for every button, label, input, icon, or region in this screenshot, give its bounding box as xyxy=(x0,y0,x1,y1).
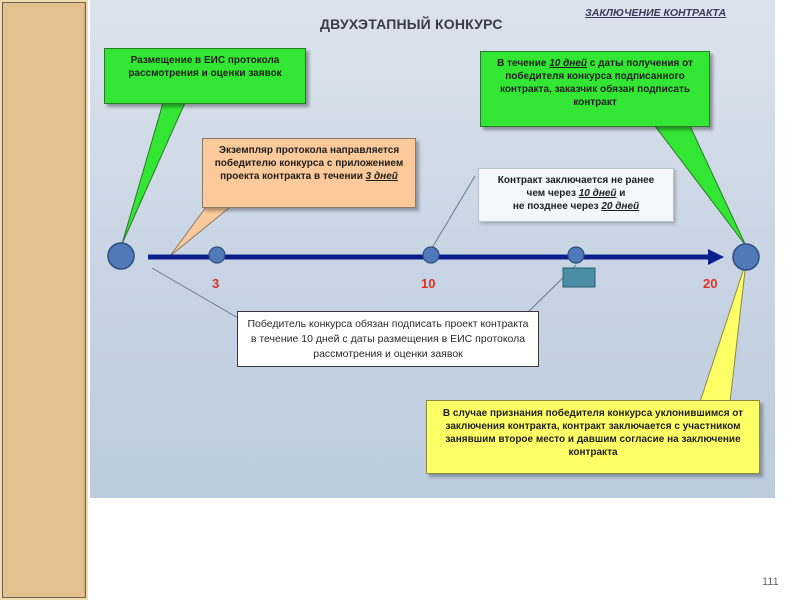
contract-conclusion-link[interactable]: ЗАКЛЮЧЕНИЕ КОНТРАКТА xyxy=(585,7,727,19)
page-title: ДВУХЭТАПНЫЙ КОНКУРС xyxy=(320,16,503,32)
timeline-label-20: 20 xyxy=(703,276,718,291)
timeline-marker xyxy=(562,267,596,288)
callout-customer-suffix: с даты получения от победителя конкурса … xyxy=(499,58,693,108)
side-panel xyxy=(2,2,86,598)
callout-evasion: В случае признания победителя конкурса у… xyxy=(426,400,760,474)
callout-winner-signing: Победитель конкурса обязан подписать про… xyxy=(237,311,539,367)
callout-window-line1: Контракт заключается не ранее xyxy=(497,175,655,186)
timeline-label-10: 10 xyxy=(421,276,436,291)
callout-winner-text: Победитель конкурса обязан подписать про… xyxy=(247,318,529,361)
callout-protocol-sent: Экземпляр протокола направляется победит… xyxy=(202,138,416,208)
timeline-node-3 xyxy=(208,246,226,264)
timeline-node-start xyxy=(107,242,135,270)
callout-evasion-text: В случае признания победителя конкурса у… xyxy=(442,408,744,458)
callout-protocol-highlight: 3 дней xyxy=(365,171,398,182)
page-number: 111 xyxy=(762,576,779,588)
leader-line-winner xyxy=(151,267,239,319)
callout-protocol-prefix: Экземпляр протокола направляется победит… xyxy=(214,145,404,182)
callout-publication: Размещение в ЕИС протокола рассмотрения … xyxy=(104,48,306,104)
callout-window-line2-prefix: чем через xyxy=(526,188,579,199)
callout-window-line2-suffix: и xyxy=(616,188,626,199)
timeline-label-3: 3 xyxy=(212,276,220,291)
timeline-node-10 xyxy=(422,246,440,264)
callout-customer-highlight: 10 дней xyxy=(549,58,588,69)
timeline-arrow-head xyxy=(708,249,724,265)
callout-contract-window: Контракт заключается не ранее чем через … xyxy=(478,168,674,222)
callout-publication-text: Размещение в ЕИС протокола рассмотрения … xyxy=(128,55,282,79)
callout-window-line3-highlight: 20 дней xyxy=(601,201,640,212)
callout-window-line2: чем через 10 дней и xyxy=(485,187,667,200)
callout-window-line2-highlight: 10 дней xyxy=(578,188,617,199)
callout-window-line3: не позднее через 20 дней xyxy=(485,200,667,213)
callout-window-line3-prefix: не позднее через xyxy=(512,201,602,212)
pointer-green-left xyxy=(121,95,189,245)
side-band xyxy=(0,0,88,600)
callout-customer-prefix: В течение xyxy=(497,58,550,69)
timeline-node-end xyxy=(732,243,760,271)
leader-line-window xyxy=(431,175,476,249)
timeline-node-mid xyxy=(567,246,585,264)
callout-customer-signing: В течение 10 дней с даты получения от по… xyxy=(480,51,710,127)
